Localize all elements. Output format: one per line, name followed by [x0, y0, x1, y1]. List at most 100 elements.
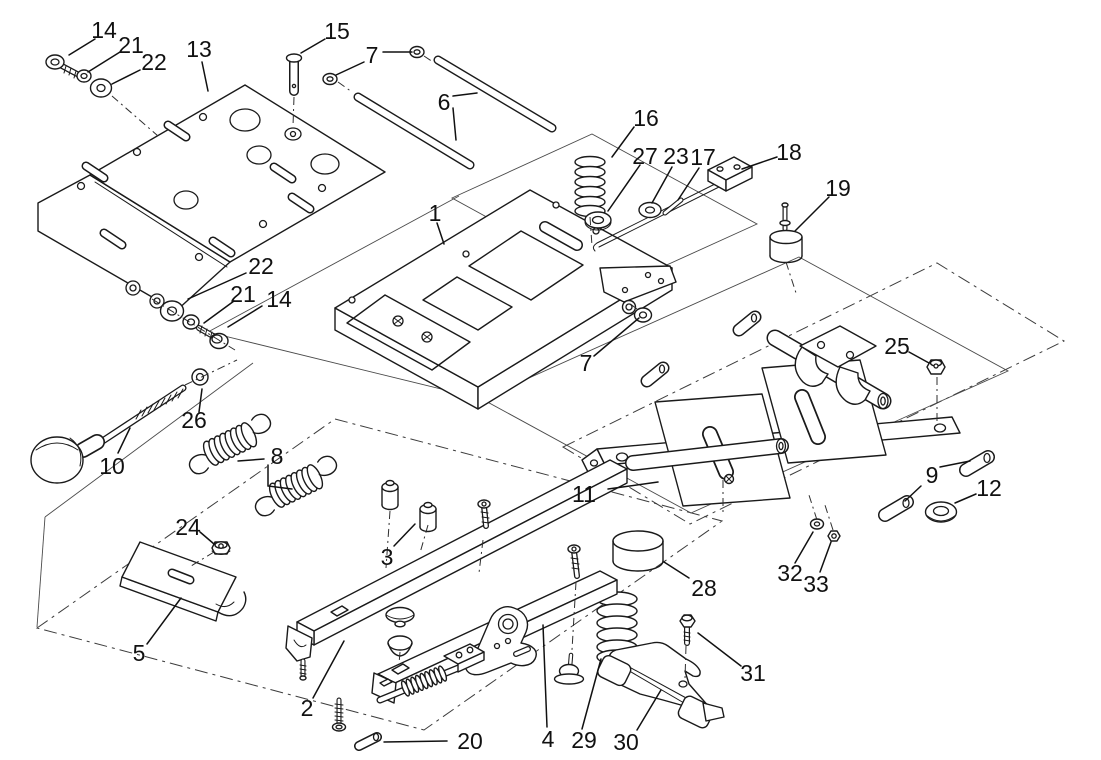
callout-10-label: 10 [99, 453, 125, 479]
callout-31-leader [697, 632, 742, 667]
callout-12-label: 12 [976, 475, 1002, 501]
callout-30-leader [636, 689, 662, 731]
callout-33-label: 33 [803, 571, 829, 597]
part-23-washer [638, 201, 662, 219]
callout-22-label: 22 [248, 253, 274, 279]
callout-30-label: 30 [613, 729, 639, 755]
callout-6-label: 6 [438, 89, 451, 115]
part-12-cap [924, 501, 958, 523]
callout-7-label: 7 [366, 42, 379, 68]
callout-10-leader [117, 427, 131, 454]
callout-6-leader [452, 107, 457, 141]
part-ball-stud-pair [385, 606, 415, 657]
part-19-bumper [769, 202, 803, 264]
callout-15-leader [300, 38, 326, 54]
callout-4-leader [542, 624, 548, 728]
callout-5-label: 5 [133, 640, 146, 666]
callout-11-leader [607, 481, 659, 490]
part-26-washer [191, 368, 209, 386]
part-20-pin [354, 732, 382, 751]
callout-9-label: 9 [926, 462, 939, 488]
callout-28-label: 28 [691, 575, 717, 601]
callout-23-label: 23 [663, 143, 689, 169]
part-16-compression-spring [574, 155, 606, 218]
callout-18-label: 18 [776, 139, 802, 165]
part-rail-screws-and-foot [477, 499, 585, 685]
callout-22-leader [111, 69, 141, 85]
callout-16-label: 16 [633, 105, 659, 131]
part-latch-lever-assembly [376, 606, 537, 704]
callout-16-leader [611, 126, 635, 158]
part-28-cap [612, 530, 664, 572]
callout-4-label: 4 [542, 726, 555, 752]
callout-27-label: 27 [632, 143, 658, 169]
callout-11-label: 11 [572, 481, 596, 507]
part-33-nut [827, 530, 841, 542]
callout-20-label: 20 [457, 728, 483, 754]
callout-7-leader [335, 61, 365, 76]
callout-32-leader [794, 531, 814, 564]
part-5-slide-bracket [119, 541, 247, 622]
callout-29-leader [581, 658, 602, 730]
part-7-washers-top [322, 45, 425, 86]
assembly-axis-lines [111, 55, 938, 680]
callout-21-leader [87, 51, 121, 73]
callout-1-leader [436, 222, 445, 245]
callout-14-label: 14 [266, 286, 292, 312]
callout-24-label: 24 [175, 514, 201, 540]
callout-25-label: 25 [884, 333, 910, 359]
part-6-rods [353, 55, 557, 170]
callout-33-leader [819, 541, 832, 573]
callout-5-leader [146, 597, 182, 645]
callout-21-label: 21 [118, 32, 144, 58]
callout-32-label: 32 [777, 560, 803, 586]
callout-24-leader [199, 531, 215, 545]
callout-19-leader [794, 196, 830, 232]
part-14-21-22-bolt-washers-top [45, 54, 113, 98]
callout-14-label: 14 [91, 17, 117, 43]
callout-13-label: 13 [186, 36, 212, 62]
part-13-mounting-plate [37, 84, 386, 312]
part-24-flange-nut [211, 541, 231, 555]
callout-13-leader [201, 61, 209, 92]
part-9-bushings [640, 310, 995, 522]
callout-7-label: 7 [580, 350, 593, 376]
part-30-latch-pedal [597, 641, 725, 729]
callout-9-leader [904, 485, 922, 502]
callout-26-leader [198, 388, 203, 413]
callout-22-leader [187, 272, 247, 300]
part-27-washer [584, 211, 612, 231]
callout-27-leader [607, 164, 641, 212]
callout-20-leader [383, 740, 448, 743]
part-3-isolation-mounts [381, 479, 437, 533]
callout-25-leader [908, 351, 930, 364]
callout-2-label: 2 [301, 695, 314, 721]
callout-8-label: 8 [271, 443, 284, 469]
callout-3-leader [393, 523, 416, 547]
callout-12-leader [954, 493, 977, 504]
construction-lines [35, 133, 1066, 731]
callout-19-label: 19 [825, 175, 851, 201]
part-long-screw [331, 697, 347, 732]
callout-28-leader [663, 561, 690, 579]
part-15-clevis-pin [285, 53, 303, 96]
callout-14-leader [68, 38, 96, 56]
callout-29-label: 29 [571, 727, 597, 753]
callout-17-label: 17 [690, 144, 716, 170]
part-11-roller-frame [581, 325, 961, 507]
callout-21-label: 21 [230, 281, 256, 307]
callout-21-leader [203, 300, 235, 324]
callout-9-leader [939, 460, 971, 468]
callout-18-leader [741, 156, 778, 170]
part-8-extension-springs [188, 413, 338, 517]
part-10-adjuster-knob [30, 384, 187, 484]
callout-14-leader [227, 305, 263, 328]
callout-3-label: 3 [381, 544, 394, 570]
callout-31-label: 31 [740, 660, 766, 686]
callout-8-leader [267, 464, 293, 490]
part-31-bolt [679, 614, 696, 646]
callout-2-leader [312, 640, 345, 699]
callout-26-label: 26 [181, 407, 207, 433]
